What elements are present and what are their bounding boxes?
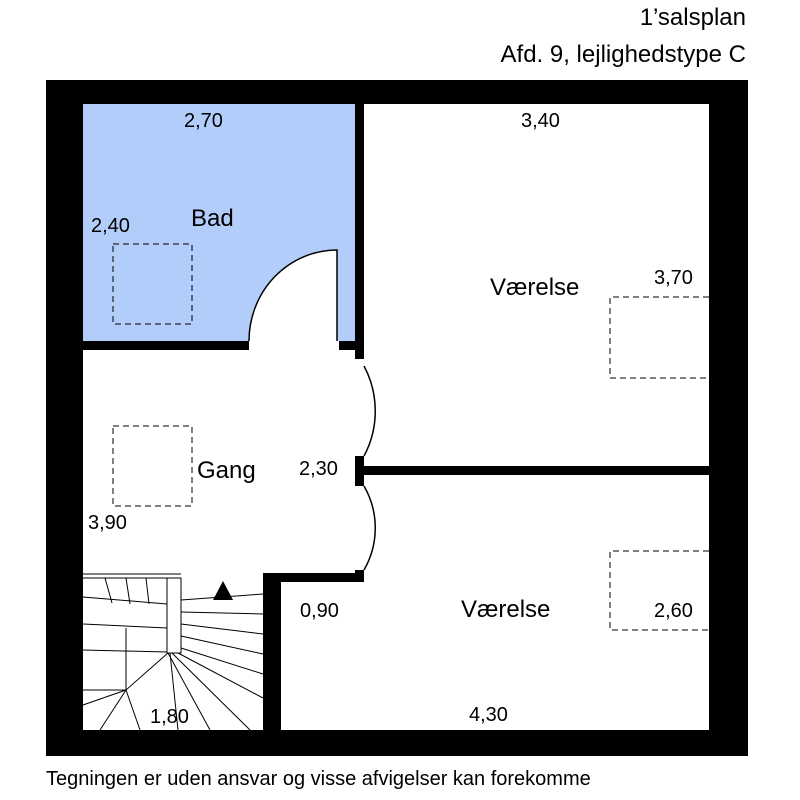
wall-lower-room-ledge [263, 573, 364, 582]
plan-title: 1’salsplan [639, 4, 746, 31]
room-label-vaerelse-bottom: Værelse [461, 596, 550, 623]
wall-stair-side [263, 573, 281, 730]
room-label-vaerelse-top: Værelse [490, 274, 579, 301]
wall-room-divider [355, 466, 709, 475]
room-label-gang: Gang [197, 457, 256, 484]
staircase [82, 573, 264, 731]
dim-gang-width: 2,30 [299, 458, 338, 480]
stair-up-arrow-icon [213, 581, 233, 600]
upper-room-fixture [609, 296, 709, 379]
disclaimer-footer: Tegningen er uden ansvar og visse afvige… [46, 768, 591, 790]
dim-vaerelse-top-width: 3,40 [521, 110, 560, 132]
stair-newel [166, 577, 182, 654]
wall-bath-bottom [83, 341, 249, 350]
dim-gang-depth: 3,90 [88, 512, 127, 534]
door-upper-room [363, 365, 377, 457]
dim-bad-depth: 2,40 [91, 215, 130, 237]
dim-vaerelse-bottom-width: 4,30 [469, 704, 508, 726]
gang-fixture [112, 425, 193, 507]
bathroom-door [248, 249, 338, 342]
dim-stair-width: 1,80 [150, 706, 189, 728]
dim-vaerelse-bottom-depth: 2,60 [654, 600, 693, 622]
door-lower-room [363, 485, 377, 571]
dim-gang-step: 0,90 [300, 600, 339, 622]
dim-bad-width: 2,70 [184, 110, 223, 132]
wall-bath-vertical [355, 104, 364, 359]
dim-vaerelse-top-depth: 3,70 [654, 267, 693, 289]
plan-subtitle: Afd. 9, lejlighedstype C [500, 41, 746, 68]
wall-divider-cap [355, 456, 364, 486]
room-label-bad: Bad [191, 205, 234, 232]
wall-bath-bottom-stub [339, 341, 364, 350]
